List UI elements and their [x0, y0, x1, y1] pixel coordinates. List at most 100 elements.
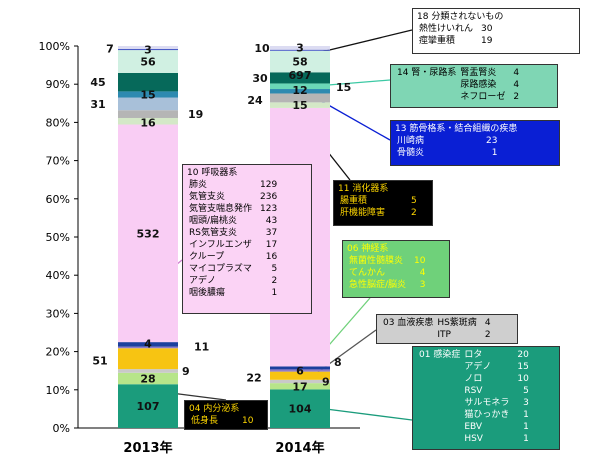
bar-segment-08: [270, 366, 330, 370]
bar-segment-06: [118, 346, 178, 349]
bar-segment-13: [118, 97, 178, 111]
item-value: 17: [265, 240, 278, 250]
callout-title: 04 内分泌系: [189, 404, 240, 414]
category-label: 2013年: [123, 440, 172, 456]
item-value: 1: [491, 148, 498, 158]
bar-segment-04: [118, 369, 178, 373]
item-value: 1: [523, 410, 529, 420]
value-label-18: 3: [144, 43, 152, 56]
bar-segment-15: [270, 83, 330, 90]
item-label: 川崎病: [397, 136, 425, 146]
value-label-05: 51: [92, 355, 107, 368]
item-value: 10: [414, 256, 426, 266]
callout-title: 03 血液疾患: [383, 318, 434, 328]
y-tick-label: 70%: [46, 155, 70, 168]
value-label-01: 107: [137, 400, 160, 413]
callout-title: 13 筋骨格系・結合組織の疾患: [395, 124, 518, 134]
item-value: 16: [265, 252, 278, 262]
value-label-11: 16: [140, 116, 156, 129]
item-label: ノロ: [464, 374, 483, 384]
item-label: ロタ: [464, 350, 483, 360]
item-label: HSV: [464, 434, 483, 444]
y-tick-label: 10%: [46, 384, 70, 397]
item-label: クループ: [189, 252, 225, 262]
item-label: RSV: [464, 386, 483, 396]
value-label-02: 17: [292, 380, 307, 393]
value-label-10: 697: [289, 69, 312, 82]
bar-segment-18: [118, 48, 178, 51]
value-label-06: 6: [296, 365, 304, 378]
value-label-12: 19: [188, 108, 203, 121]
item-value: 20: [517, 350, 529, 360]
item-label: 低身長: [191, 416, 219, 426]
bar-segment-16: [118, 72, 178, 92]
item-label: 咽後膿瘍: [189, 288, 226, 298]
item-label: 猫ひっかき: [464, 410, 510, 420]
item-label: てんかん: [349, 268, 386, 278]
callout-title: 14 腎・尿路系: [397, 68, 457, 78]
item-value: 2: [271, 276, 278, 286]
bar-segment-08: [118, 342, 178, 347]
item-label: 肺炎: [189, 180, 208, 190]
item-value: 2: [513, 92, 520, 102]
y-tick-label: 80%: [46, 116, 70, 129]
value-label-08: 11: [194, 340, 209, 353]
item-value: 2: [484, 330, 491, 340]
bar-segment-14: [270, 89, 330, 94]
bar-segment-04: [270, 379, 330, 384]
item-label: アデノ: [464, 362, 492, 372]
y-tick-label: 40%: [46, 269, 70, 282]
value-label-17: 58: [292, 56, 307, 69]
bar-segment-05: [118, 348, 178, 370]
x-axis-labels: 2013年 2014年: [123, 440, 324, 456]
item-label: マイコプラズマ: [189, 264, 252, 274]
item-label: 急性脳症/脳炎: [349, 280, 407, 290]
bar-segment-06: [270, 369, 330, 372]
item-label: 腸重積: [340, 196, 368, 206]
value-label-12: 24: [247, 94, 263, 107]
callout-title: 10 呼吸器系: [187, 168, 238, 178]
value-label-16: 30: [252, 72, 268, 85]
y-tick-label: 50%: [46, 231, 70, 244]
value-label-04: 9: [322, 375, 330, 388]
item-value: 129: [260, 180, 278, 190]
item-label: 骨髄炎: [397, 148, 425, 158]
item-value: 4: [484, 318, 491, 328]
y-tick-label: 20%: [46, 346, 70, 359]
item-value: 10: [517, 374, 529, 384]
bar-segment-17: [270, 50, 330, 73]
item-label: 尿路感染: [460, 80, 497, 90]
item-label: ネフローゼ: [460, 92, 506, 102]
bar-segment-19: [118, 46, 178, 49]
y-tick-label: 30%: [46, 307, 70, 320]
category-label: 2014年: [275, 440, 324, 456]
item-value: 1: [523, 422, 529, 432]
item-value: 43: [265, 216, 278, 226]
item-value: 37: [265, 228, 278, 238]
item-value: 4: [513, 68, 520, 78]
bar-segment-02: [270, 383, 330, 390]
item-label: 気管支喘息発作: [189, 204, 253, 214]
value-label-13: 31: [90, 98, 105, 111]
item-label: 熱性けいれん: [419, 24, 474, 34]
value-label-15: 15: [336, 81, 351, 94]
item-value: 5: [271, 264, 278, 274]
y-tick-label: 90%: [46, 78, 70, 91]
y-tick-label: 100%: [39, 40, 70, 53]
value-label-14: 12: [292, 84, 307, 97]
callout-connector: [317, 407, 413, 421]
item-label: HS紫斑病: [437, 318, 477, 328]
value-label-14: 15: [140, 88, 155, 101]
item-label: 痙攣重積: [419, 36, 456, 46]
bar-segment-17: [118, 50, 178, 73]
value-label-11: 15: [292, 99, 307, 112]
bar-segment-01: [118, 384, 178, 428]
